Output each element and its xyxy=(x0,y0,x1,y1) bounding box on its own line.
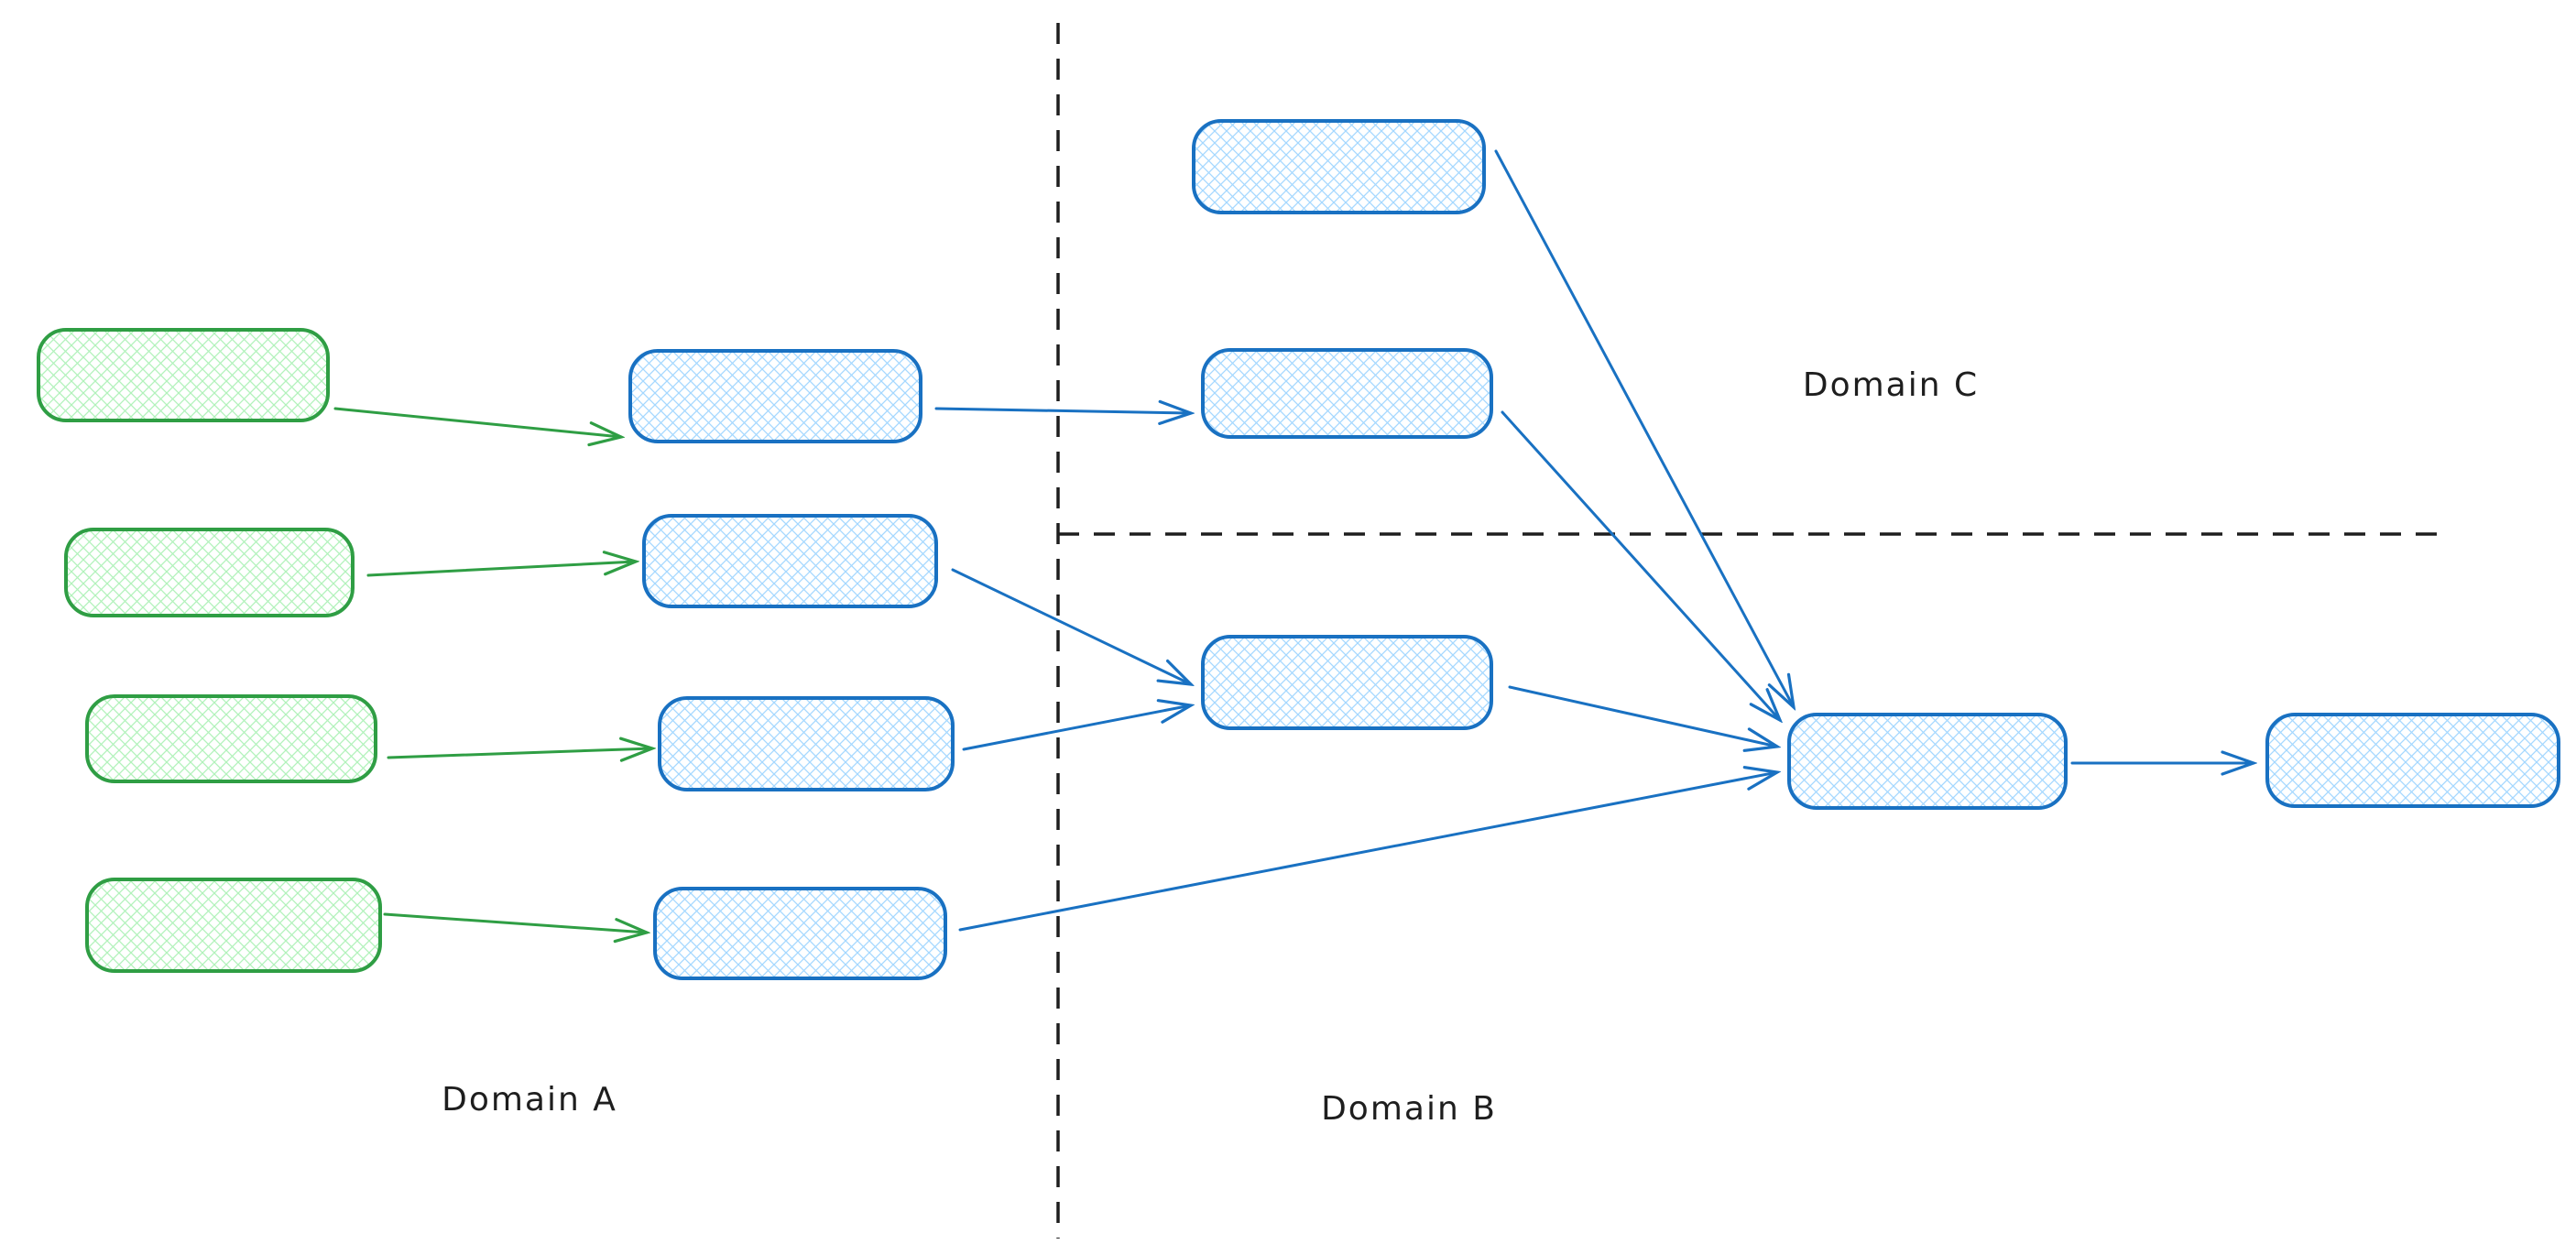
domain-c-label: Domain C xyxy=(1803,366,1979,404)
green-box-1 xyxy=(37,328,330,422)
blue-box-1 xyxy=(628,349,922,443)
arrow-blue2-to-domainb xyxy=(951,568,1191,684)
arrow-green3-to-blue3 xyxy=(387,748,652,758)
green-box-2 xyxy=(64,528,355,617)
blue-box-aggregator xyxy=(1787,713,2068,810)
blue-box-4 xyxy=(653,887,947,980)
domain-a-label: Domain A xyxy=(442,1081,617,1119)
arrow-green1-to-blue1 xyxy=(333,407,621,437)
green-box-3 xyxy=(85,694,377,783)
blue-box-mid-right xyxy=(1201,348,1493,439)
arrow-midright-to-aggregator xyxy=(1501,410,1780,720)
arrow-domainb-to-aggregator xyxy=(1508,685,1777,747)
arrow-green2-to-blue2 xyxy=(366,562,636,577)
blue-box-2 xyxy=(642,514,938,608)
domain-b-label: Domain B xyxy=(1321,1090,1497,1128)
arrow-blue1-to-midright xyxy=(934,409,1191,413)
blue-box-domain-b xyxy=(1201,635,1493,730)
green-box-4 xyxy=(85,878,382,973)
blue-box-top-right xyxy=(1192,119,1486,214)
arrow-blue4-to-aggregator xyxy=(958,772,1777,932)
arrow-topright-to-aggregator xyxy=(1494,149,1794,707)
arrow-green4-to-blue4 xyxy=(383,912,647,933)
blue-box-final xyxy=(2265,713,2560,808)
arrow-blue3-to-domainb xyxy=(962,705,1191,751)
blue-box-3 xyxy=(658,696,955,791)
